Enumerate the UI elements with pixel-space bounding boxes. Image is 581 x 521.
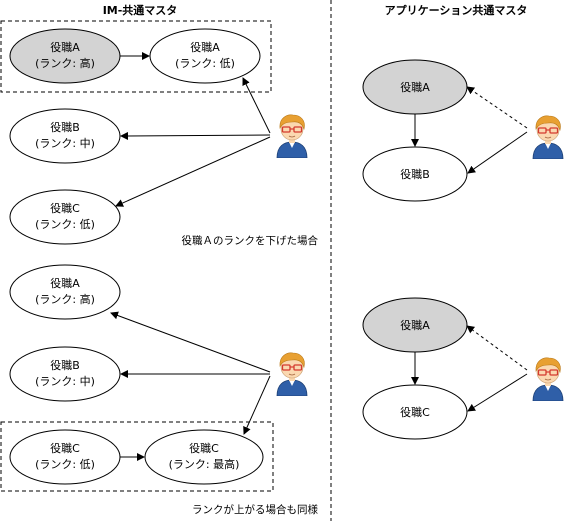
- im-case2-arrow-user-to-a: [110, 311, 271, 373]
- im-case2-group-box: [0, 421, 274, 492]
- im-case1-arrow-user-to-b: [120, 131, 271, 140]
- im-case1-node-a-high: 役職A (ランク: 高): [9, 28, 121, 84]
- node-label-line2: (ランク: 高): [35, 292, 95, 306]
- node-label: 役職A: [400, 80, 430, 94]
- user-avatar-icon: [276, 114, 308, 158]
- im-case1-caption: 役職Ａのランクを下げた場合: [182, 234, 319, 247]
- app-case1-node-bottom: 役職B: [362, 146, 468, 202]
- node-label-line1: 役職A: [190, 40, 220, 54]
- app-case2-node-top: 役職A: [362, 297, 468, 353]
- im-case2-node-c-low: 役職C (ランク: 低): [9, 429, 121, 485]
- node-label-line1: 役職C: [50, 201, 80, 215]
- app-case1-dashed-arrow-user-to-top: [466, 86, 528, 129]
- node-label-line1: 役職A: [50, 40, 80, 54]
- node-label: 役職A: [400, 318, 430, 332]
- im-case1-node-a-low: 役職A (ランク: 低): [149, 28, 261, 84]
- im-case1-group-box: [0, 20, 272, 93]
- user-avatar-icon: [532, 115, 564, 159]
- user-avatar-icon: [276, 352, 308, 396]
- app-case1-node-top: 役職A: [362, 59, 468, 115]
- user-avatar-icon: [532, 357, 564, 401]
- app-case2-arrow-user-to-bottom: [467, 373, 528, 412]
- node-label-line2: (ランク: 低): [35, 458, 95, 471]
- im-case2-node-c-top: 役職C (ランク: 最高): [144, 429, 264, 485]
- node-label-line1: 役職B: [50, 120, 80, 134]
- app-section-title: アプリケーション共通マスタ: [385, 3, 528, 17]
- node-label-line1: 役職C: [50, 441, 80, 455]
- node-label-line2: (ランク: 中): [35, 375, 95, 388]
- node-label-line2: (ランク: 高): [35, 56, 95, 70]
- im-case1-node-c: 役職C (ランク: 低): [9, 189, 121, 245]
- node-label-line2: (ランク: 中): [35, 137, 95, 150]
- node-label-line2: (ランク: 最高): [169, 457, 240, 471]
- node-label-line1: 役職C: [189, 441, 219, 455]
- app-case2-dashed-arrow-user-to-top: [466, 325, 528, 371]
- app-case2-node-bottom: 役職C: [362, 384, 468, 440]
- node-label-line1: 役職B: [50, 358, 80, 372]
- node-label-line1: 役職A: [50, 276, 80, 290]
- node-label: 役職B: [400, 167, 430, 181]
- im-case1-arrow-user-to-a-low: [242, 77, 271, 134]
- im-case2-node-b: 役職B (ランク: 中): [9, 346, 121, 402]
- node-label: 役職C: [400, 405, 430, 419]
- im-case2-node-a: 役職A (ランク: 高): [9, 264, 121, 320]
- im-section-title: IM-共通マスタ: [103, 3, 178, 17]
- im-case1-node-b: 役職B (ランク: 中): [9, 108, 121, 164]
- node-label-line2: (ランク: 低): [35, 218, 95, 231]
- im-case2-arrow-user-to-c-top: [243, 375, 271, 435]
- app-case1-arrow-user-to-bottom: [467, 131, 528, 174]
- im-case2-caption: ランクが上がる場合も同様: [192, 503, 318, 516]
- node-label-line2: (ランク: 低): [175, 57, 235, 70]
- im-case1-arrow-user-to-c: [115, 136, 271, 207]
